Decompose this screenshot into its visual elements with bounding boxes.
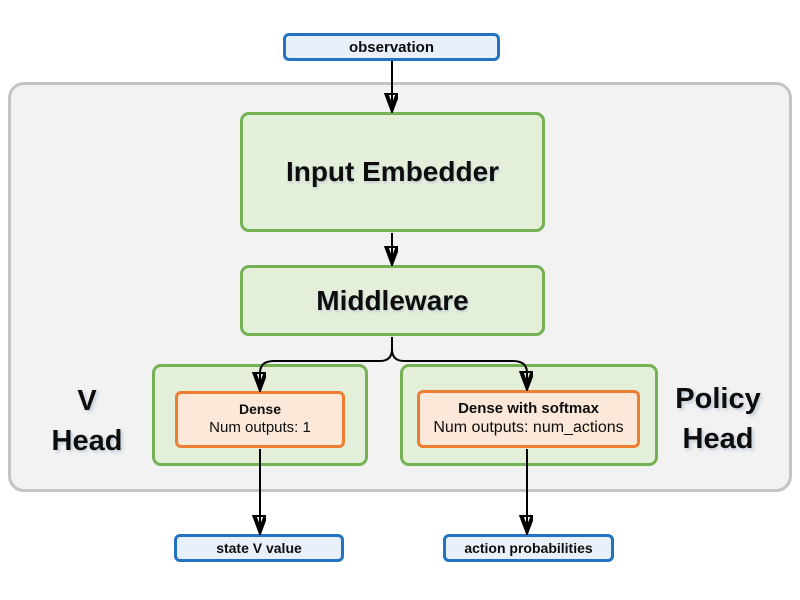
node-state-v-value: state V value bbox=[174, 534, 344, 562]
node-observation-label: observation bbox=[348, 38, 435, 56]
label-policy-head: Policy Head bbox=[662, 379, 774, 459]
node-middleware: Middleware bbox=[240, 265, 545, 336]
node-input-embedder: Input Embedder bbox=[240, 112, 545, 232]
node-policy-dense-title: Dense with softmax bbox=[458, 399, 599, 417]
node-state-v-value-label: state V value bbox=[216, 540, 302, 556]
node-v-dense: Dense Num outputs: 1 bbox=[175, 391, 345, 448]
node-v-dense-subtitle: Num outputs: 1 bbox=[209, 418, 311, 436]
label-v-head: V Head bbox=[37, 381, 137, 461]
node-middleware-label: Middleware bbox=[316, 284, 469, 316]
node-v-dense-title: Dense bbox=[238, 401, 282, 418]
node-action-probabilities: action probabilities bbox=[443, 534, 614, 562]
node-policy-dense: Dense with softmax Num outputs: num_acti… bbox=[417, 390, 640, 448]
label-policy-head-line2: Head bbox=[682, 423, 754, 455]
label-v-head-line2: Head bbox=[51, 425, 123, 457]
node-input-embedder-label: Input Embedder bbox=[285, 156, 500, 187]
label-v-head-line1: V bbox=[77, 385, 97, 417]
node-action-probabilities-label: action probabilities bbox=[464, 540, 593, 556]
node-policy-dense-subtitle: Num outputs: num_actions bbox=[433, 419, 624, 437]
node-observation: observation bbox=[283, 33, 500, 61]
label-policy-head-line1: Policy bbox=[675, 383, 761, 415]
